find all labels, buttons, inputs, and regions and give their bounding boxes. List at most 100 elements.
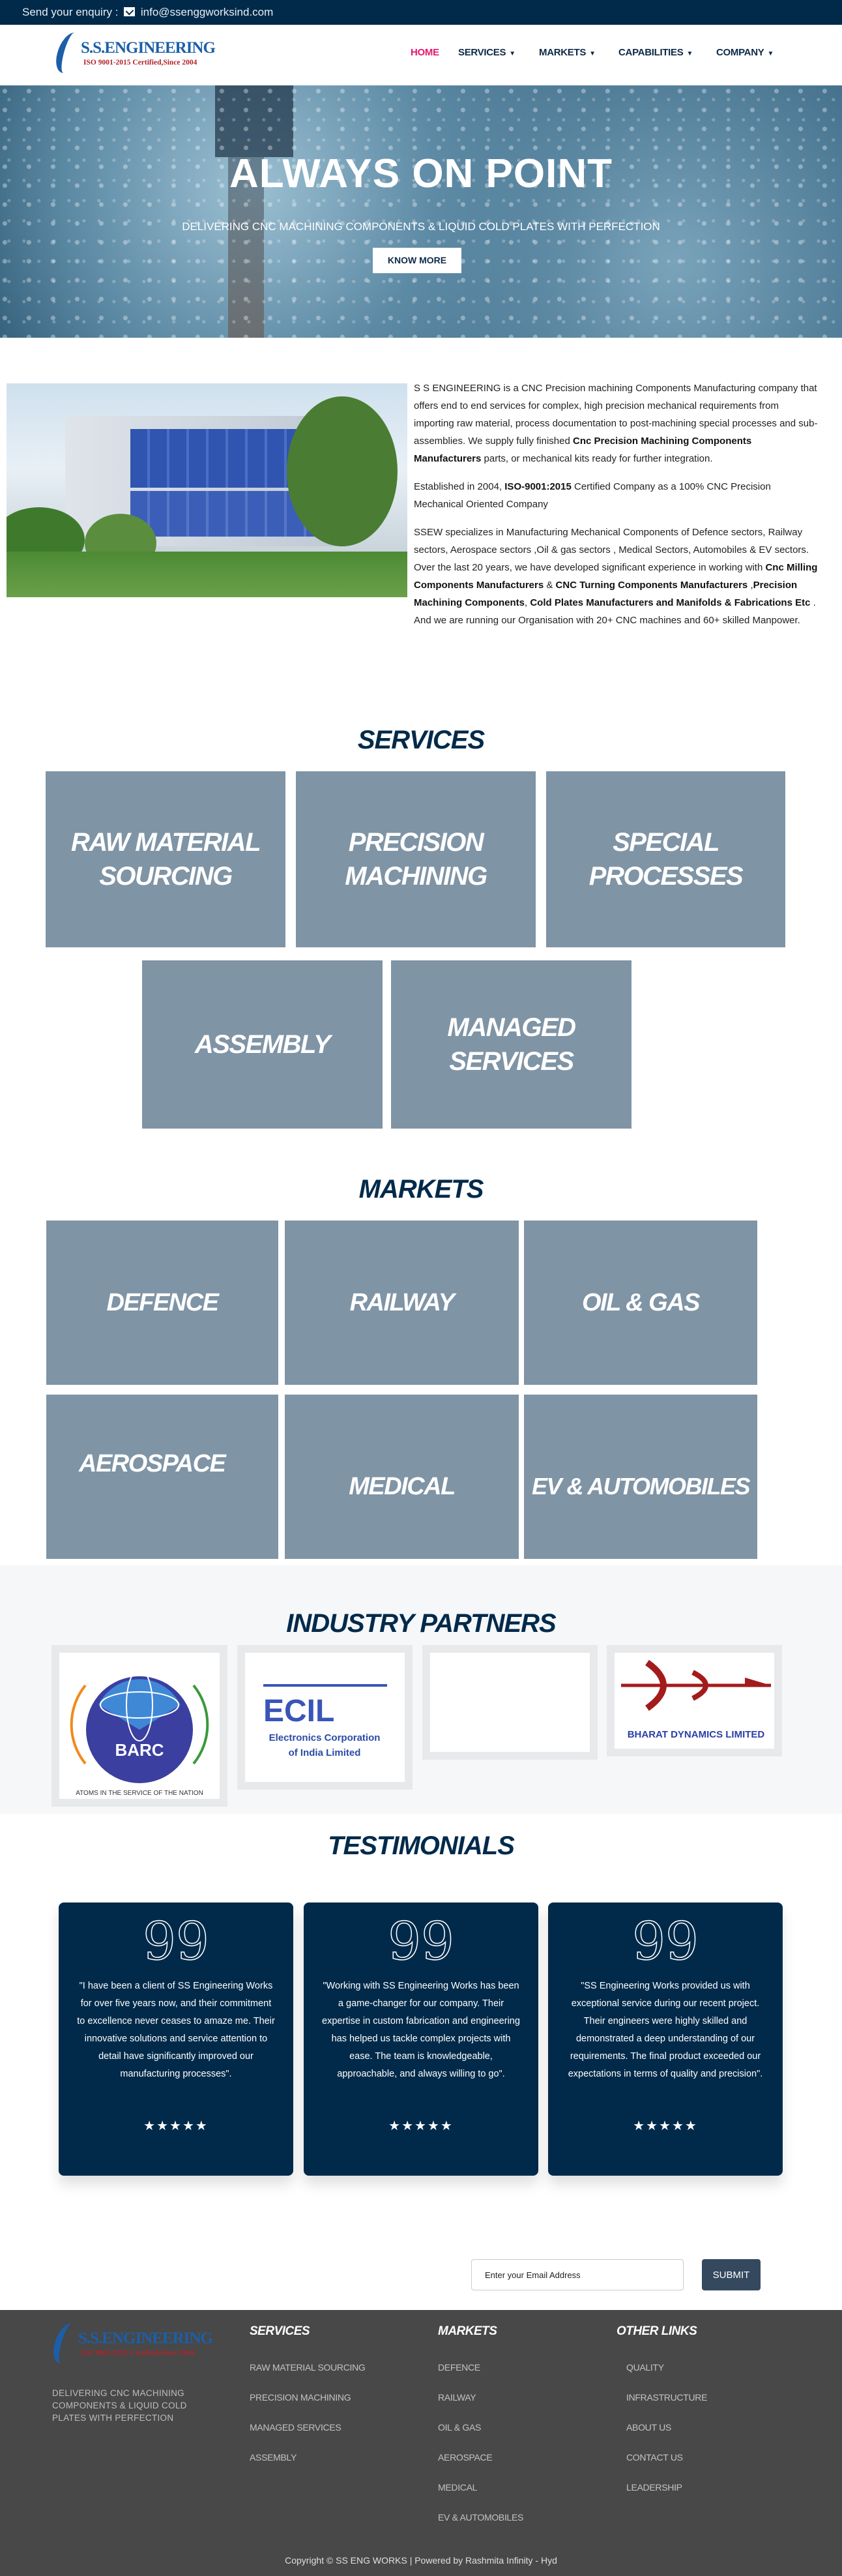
- five-star-rating-icon: ★★★★★: [143, 2119, 209, 2133]
- logo-name: S.S.ENGINEERING: [81, 39, 216, 57]
- ecil-logo-icon: ECIL Electronics Corporation of India Li…: [263, 1684, 387, 1758]
- service-tile-raw-material-sourcing[interactable]: RAW MATERIAL SOURCING: [46, 771, 285, 947]
- market-tile-oil-gas[interactable]: OIL & GAS: [524, 1221, 757, 1385]
- site-logo[interactable]: S.S.ENGINEERING ISO 9001-2015 Certified,…: [51, 33, 216, 76]
- logo-tagline: ISO 9001-2015 Certified,Since 2004: [81, 2349, 195, 2357]
- caret-down-icon: ▼: [767, 50, 774, 57]
- footer-other-links-heading: OTHER LINKS: [617, 2324, 697, 2338]
- bdl-logo-icon: BHARAT DYNAMICS LIMITED: [621, 1659, 771, 1740]
- testimonial-card: 99 "SS Engineering Works provided us wit…: [548, 1902, 783, 2176]
- footer-link[interactable]: PRECISION MACHINING: [250, 2392, 351, 2403]
- market-tile-defence[interactable]: DEFENCE: [46, 1221, 278, 1385]
- market-tile-aerospace[interactable]: AEROSPACE: [46, 1395, 278, 1559]
- footer-link[interactable]: OIL & GAS: [438, 2422, 482, 2433]
- caret-down-icon: ▼: [589, 50, 596, 57]
- service-tile-assembly[interactable]: ASSEMBLY: [142, 960, 383, 1129]
- service-tile-special-processes[interactable]: SPECIAL PROCESSES: [546, 771, 785, 947]
- nav-markets[interactable]: MARKETS▼: [539, 47, 596, 58]
- partner-logo-bdl: BHARAT DYNAMICS LIMITED: [607, 1645, 782, 1756]
- footer-link[interactable]: LEADERSHIP: [626, 2482, 682, 2493]
- service-tile-managed-services[interactable]: MANAGED SERVICES: [391, 960, 632, 1129]
- service-tile-precision-machining[interactable]: PRECISION MACHINING: [296, 771, 536, 947]
- company-building-photo: [7, 383, 407, 597]
- industry-partners-section: INDUSTRY PARTNERS BARC ATOMS IN THE SERV…: [0, 1565, 842, 1814]
- about-paragraph: Established in 2004, ISO-9001:2015 Certi…: [414, 481, 771, 510]
- five-star-rating-icon: ★★★★★: [388, 2119, 454, 2133]
- know-more-button[interactable]: KNOW MORE: [373, 248, 461, 273]
- partner-logo-ecil: ECIL Electronics Corporation of India Li…: [237, 1645, 413, 1790]
- caret-down-icon: ▼: [686, 50, 693, 57]
- partners-heading: INDUSTRY PARTNERS: [286, 1609, 556, 1638]
- nav-label: MARKETS: [539, 47, 587, 58]
- newsletter-submit-button[interactable]: SUBMIT: [702, 2259, 761, 2290]
- footer-link[interactable]: INFRASTRUCTURE: [626, 2392, 708, 2403]
- testimonial-text: "I have been a client of SS Engineering …: [77, 1981, 275, 2079]
- footer-link[interactable]: RAW MATERIAL SOURCING: [250, 2362, 366, 2373]
- testimonial-text: "Working with SS Engineering Works has b…: [322, 1981, 520, 2079]
- nav-label: HOME: [411, 47, 439, 58]
- footer-link[interactable]: AEROSPACE: [438, 2452, 493, 2463]
- footer-link[interactable]: CONTACT US: [626, 2452, 683, 2463]
- caret-down-icon: ▼: [509, 50, 515, 57]
- quote-icon: 99: [387, 1911, 454, 1972]
- footer-link[interactable]: EV & AUTOMOBILES: [438, 2512, 524, 2523]
- testimonial-text: "SS Engineering Works provided us with e…: [568, 1981, 763, 2079]
- top-bar: Send your enquiry : info@ssenggworksind.…: [0, 0, 842, 25]
- nav-label: COMPANY: [716, 47, 764, 58]
- barc-logo-icon: BARC ATOMS IN THE SERVICE OF THE NATION: [70, 1668, 209, 1797]
- hero-cnc-tool-image: [215, 85, 293, 157]
- services-heading: SERVICES: [357, 726, 485, 754]
- market-tile-ev-automobiles[interactable]: EV & AUTOMOBILES: [524, 1395, 757, 1559]
- hero-cnc-bit-image: [228, 157, 264, 338]
- testimonials-heading: TESTIMONIALS: [328, 1831, 515, 1860]
- svg-text:BHARAT DYNAMICS LIMITED: BHARAT DYNAMICS LIMITED: [628, 1729, 765, 1740]
- quote-icon: 99: [142, 1911, 209, 1972]
- about-paragraph: S S ENGINEERING is a CNC Precision machi…: [414, 383, 818, 464]
- testimonial-card: 99 "I have been a client of SS Engineeri…: [59, 1902, 293, 2176]
- hero-subtitle: DELIVERING CNC MACHINING COMPONENTS & LI…: [182, 220, 660, 233]
- mail-icon: [124, 7, 136, 16]
- market-tile-medical[interactable]: MEDICAL: [285, 1395, 519, 1559]
- footer-link[interactable]: ABOUT US: [626, 2422, 671, 2433]
- logo-name: S.S.ENGINEERING: [78, 2330, 213, 2347]
- enquiry-email-link[interactable]: info@ssenggworksind.com: [140, 6, 274, 18]
- hero-title: ALWAYS ON POINT: [229, 151, 613, 196]
- footer-markets-heading: MARKETS: [438, 2324, 497, 2338]
- enquiry-label: Send your enquiry :: [22, 6, 119, 18]
- hero-banner: ALWAYS ON POINT DELIVERING CNC MACHINING…: [0, 85, 842, 338]
- footer-link[interactable]: MANAGED SERVICES: [250, 2422, 341, 2433]
- logo-tagline: ISO 9001-2015 Certified,Since 2004: [83, 59, 197, 67]
- about-text: S S ENGINEERING is a CNC Precision machi…: [414, 379, 821, 640]
- svg-text:BARC: BARC: [115, 1740, 164, 1760]
- main-navbar: S.S.ENGINEERING ISO 9001-2015 Certified,…: [0, 25, 842, 85]
- nav-capabilities[interactable]: CAPABILITIES▼: [618, 47, 693, 58]
- markets-heading: MARKETS: [358, 1175, 484, 1204]
- nav-label: CAPABILITIES: [618, 47, 684, 58]
- svg-text:Electronics Corporation: Electronics Corporation: [269, 1732, 381, 1743]
- partner-logo-blank: [422, 1645, 598, 1760]
- footer-link[interactable]: ASSEMBLY: [250, 2452, 297, 2463]
- newsletter-email-input[interactable]: [471, 2259, 684, 2290]
- footer-link[interactable]: RAILWAY: [438, 2392, 476, 2403]
- partner-logo-barc: BARC ATOMS IN THE SERVICE OF THE NATION: [51, 1645, 227, 1807]
- copyright-text: Copyright © SS ENG WORKS | Powered by Ra…: [285, 2555, 557, 2566]
- market-tile-railway[interactable]: RAILWAY: [285, 1221, 519, 1385]
- footer-link[interactable]: DEFENCE: [438, 2362, 480, 2373]
- testimonial-card: 99 "Working with SS Engineering Works ha…: [304, 1902, 538, 2176]
- svg-text:of India Limited: of India Limited: [289, 1747, 361, 1758]
- svg-text:ECIL: ECIL: [263, 1694, 334, 1728]
- footer-tagline: DELIVERING CNC MACHINING COMPONENTS & LI…: [52, 2388, 187, 2423]
- about-paragraph: SSEW specializes in Manufacturing Mechan…: [414, 527, 818, 626]
- nav-services[interactable]: SERVICES▼: [458, 47, 515, 58]
- svg-text:ATOMS IN THE SERVICE OF THE NA: ATOMS IN THE SERVICE OF THE NATION: [76, 1790, 203, 1797]
- footer-link[interactable]: MEDICAL: [438, 2482, 478, 2493]
- footer-logo[interactable]: S.S.ENGINEERING ISO 9001-2015 Certified,…: [49, 2323, 224, 2369]
- hero-coolant-spray-image: [0, 85, 842, 338]
- footer-link[interactable]: QUALITY: [626, 2362, 664, 2373]
- nav-home[interactable]: HOME: [411, 47, 439, 58]
- footer: S.S.ENGINEERING ISO 9001-2015 Certified,…: [0, 2310, 842, 2576]
- nav-company[interactable]: COMPANY▼: [716, 47, 774, 58]
- quote-icon: 99: [632, 1911, 699, 1972]
- nav-label: SERVICES: [458, 47, 506, 58]
- five-star-rating-icon: ★★★★★: [633, 2119, 698, 2133]
